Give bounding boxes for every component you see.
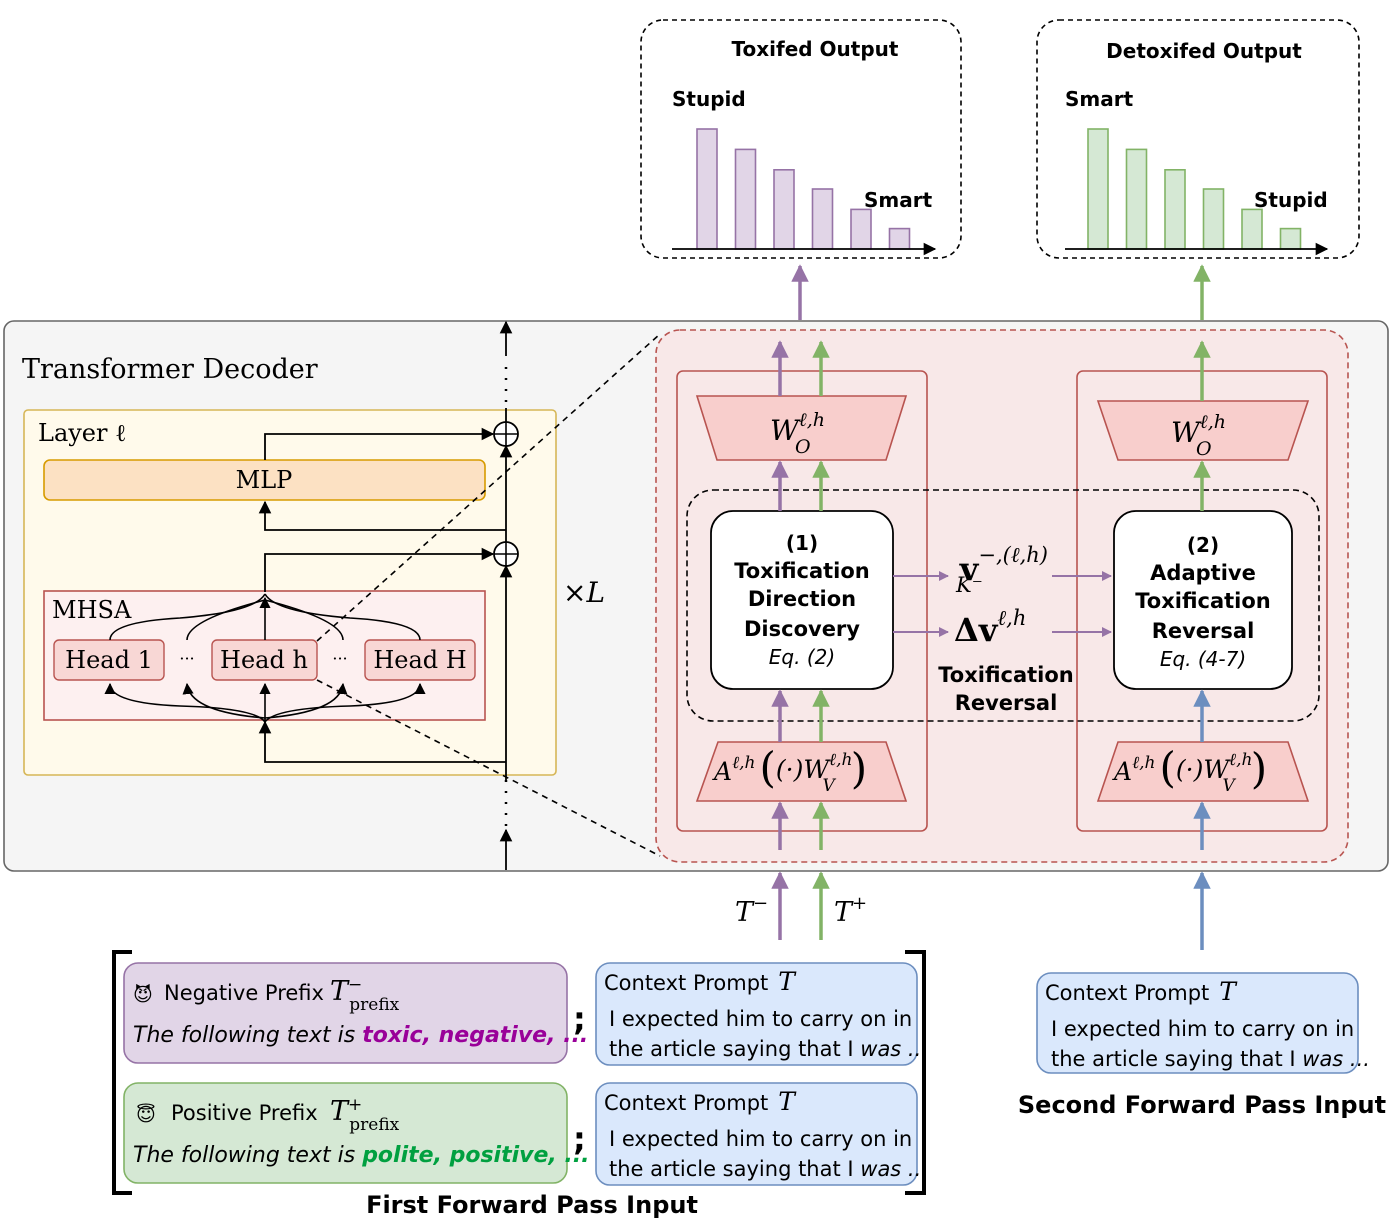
semicolon-1: ;	[573, 1000, 586, 1038]
box2-line3: Reversal	[1152, 619, 1255, 643]
av-projection-left	[695, 741, 908, 802]
box2-equation: Eq. (4-7)	[1160, 647, 1246, 671]
positive-prefix-text: The following text is polite, positive, …	[133, 1143, 604, 1168]
toxified-low-label: Smart	[864, 188, 933, 212]
context-prompt-box-1	[595, 962, 918, 1066]
t-plus-label: T+	[834, 893, 867, 928]
semicolon-2: ;	[573, 1120, 586, 1158]
times-L-label: ×L	[563, 576, 605, 609]
first-pass-column	[676, 370, 928, 832]
box1-line1: Toxification	[734, 559, 870, 583]
reversal-label-line1: Toxification	[938, 663, 1074, 687]
toxified-bar-4	[811, 188, 834, 250]
box2-number: (2)	[1187, 533, 1219, 557]
context-line1-3: I expected him to carry on in	[1051, 1017, 1354, 1041]
negative-emoji-icon: 😈	[133, 983, 153, 1006]
reversal-label-line2: Reversal	[955, 691, 1058, 715]
negative-prefix-text: The following text is toxic, negative, .…	[133, 1023, 603, 1048]
detoxified-bar-3	[1164, 169, 1186, 250]
negative-prefix-label: Negative Prefix	[164, 981, 324, 1005]
delta-v-label: Δvℓ,h	[954, 606, 1026, 649]
detoxified-bar-6	[1279, 227, 1302, 250]
head-1-label: Head 1	[65, 646, 153, 674]
toxified-output-title: Toxifed Output	[732, 37, 899, 61]
negative-T-prefix: T−prefix	[330, 975, 400, 1015]
positive-prefix-label: Positive Prefix	[171, 1101, 318, 1125]
detoxified-bar-4	[1202, 188, 1225, 250]
positive-T-prefix: T+prefix	[330, 1095, 400, 1135]
box2-line1: Adaptive	[1150, 561, 1256, 585]
detoxified-output-panel: Detoxifed Output Smart Stupid	[1036, 19, 1360, 259]
heads-dots-1: ···	[179, 649, 194, 668]
wo-projection-left	[695, 395, 908, 461]
layer-label: Layer ℓ	[38, 419, 127, 447]
negative-prefix-box	[123, 962, 568, 1064]
reversal-region	[686, 489, 1320, 722]
positive-prefix-box	[123, 1082, 568, 1184]
detoxified-bar-5	[1241, 208, 1263, 250]
context-line2-3: the article saying that I was ...	[1051, 1047, 1370, 1071]
toxified-bars	[696, 128, 911, 250]
context-prompt-box-3	[1036, 972, 1359, 1074]
head-H-label: Head H	[373, 646, 466, 674]
toxified-bar-5	[850, 208, 872, 250]
toxified-output-panel: Toxifed Output Stupid Smart	[640, 19, 962, 259]
first-pass-label: First Forward Pass Input	[366, 1191, 698, 1219]
context-line2-2: the article saying that I was ...	[609, 1157, 928, 1181]
context-line2-1: the article saying that I was ...	[609, 1037, 928, 1061]
detoxified-output-title: Detoxifed Output	[1106, 39, 1302, 63]
av-projection-right	[1096, 741, 1310, 802]
context-line1-2: I expected him to carry on in	[609, 1127, 912, 1151]
box2-line2: Toxification	[1135, 589, 1271, 613]
box1-line2: Direction	[748, 587, 856, 611]
positive-emoji-icon: 😇	[136, 1103, 156, 1126]
decoder-title: Transformer Decoder	[22, 354, 318, 385]
toxified-top-label: Stupid	[672, 87, 746, 111]
box1-number: (1)	[786, 531, 818, 555]
detoxified-bar-1	[1087, 128, 1109, 250]
detoxified-top-label: Smart	[1065, 87, 1134, 111]
head-h-label: Head h	[220, 646, 308, 674]
heads-dots-2: ···	[332, 649, 347, 668]
context-line1-1: I expected him to carry on in	[609, 1007, 912, 1031]
vk-vector-label: v−,(ℓ,h)K⁻	[955, 543, 1048, 597]
toxified-bar-2	[734, 148, 757, 250]
mhsa-label: MHSA	[52, 596, 132, 624]
head-1	[53, 639, 165, 681]
toxified-bar-6	[888, 227, 911, 250]
context-prompt-box-2	[595, 1082, 918, 1186]
detoxified-low-label: Stupid	[1254, 188, 1328, 212]
second-pass-label: Second Forward Pass Input	[1018, 1091, 1386, 1119]
toxified-bar-1	[696, 128, 718, 250]
box1-equation: Eq. (2)	[769, 645, 835, 669]
wo-projection-right	[1096, 400, 1310, 461]
box1-line3: Discovery	[744, 617, 860, 641]
mlp-label: MLP	[236, 466, 293, 494]
toxified-bar-3	[773, 169, 795, 250]
detoxified-bar-2	[1125, 148, 1148, 250]
t-minus-label: T−	[735, 893, 768, 928]
toxification-direction-discovery-box	[710, 510, 894, 690]
